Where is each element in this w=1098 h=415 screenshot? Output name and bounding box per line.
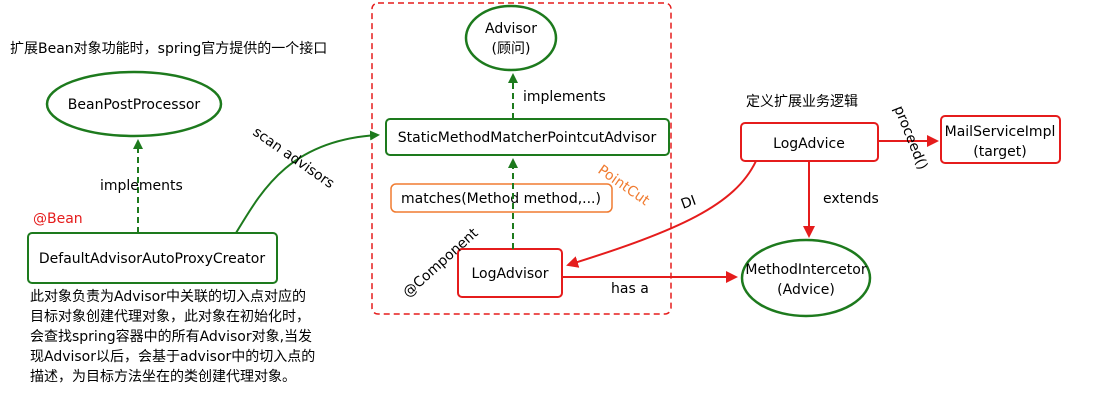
bean-post-processor-node: BeanPostProcessor [45, 70, 223, 138]
di-label: DI [679, 193, 698, 213]
bean-annotation: @Bean [33, 211, 83, 227]
default-creator-label: DefaultAdvisorAutoProxyCreator [39, 251, 265, 267]
component-container [371, 2, 672, 315]
mail-service-node: MailServiceImpl (target) [940, 115, 1061, 164]
advisor-title: Advisor [485, 21, 537, 37]
implements-left-label: implements [100, 178, 183, 194]
log-advisor-label: LogAdvisor [471, 266, 548, 282]
matches-node: matches(Method method,...) [390, 183, 613, 213]
description-line: 描述，为目标方法坐在的类创建代理对象。 [30, 369, 296, 385]
method-interceptor-subtitle: (Advice) [777, 282, 835, 298]
log-advice-node: LogAdvice [740, 122, 879, 162]
mail-service-title: MailServiceImpl [945, 124, 1056, 140]
description-line: 会查找spring容器中的所有Advisor对象,当发 [30, 329, 313, 345]
matches-label: matches(Method method,...) [401, 191, 601, 207]
edge-di [566, 160, 757, 268]
default-creator-node: DefaultAdvisorAutoProxyCreator [27, 232, 278, 284]
creator-description: 此对象负责为Advisor中关联的切入点对应的 目标对象创建代理对象，此对象在初… [30, 287, 330, 387]
static-matcher-node: StaticMethodMatcherPointcutAdvisor [385, 118, 670, 156]
log-advisor-node: LogAdvisor [457, 248, 563, 298]
method-interceptor-node: MethodIntercetor (Advice) [740, 238, 872, 318]
static-matcher-label: StaticMethodMatcherPointcutAdvisor [398, 130, 657, 146]
extends-label: extends [823, 191, 879, 207]
top-note: 扩展Bean对象功能时，spring官方提供的一个接口 [10, 40, 327, 57]
advisor-subtitle: (顾问) [492, 41, 531, 57]
description-line: 目标对象创建代理对象，此对象在初始化时， [30, 309, 310, 325]
advisor-node: Advisor (顾问) [464, 4, 558, 72]
method-interceptor-title: MethodIntercetor [745, 262, 866, 278]
description-line: 此对象负责为Advisor中关联的切入点对应的 [30, 289, 307, 305]
business-note: 定义扩展业务逻辑 [746, 94, 858, 110]
has-a-label: has a [611, 281, 649, 297]
bean-post-processor-label: BeanPostProcessor [68, 97, 201, 113]
implements-top-label: implements [523, 89, 606, 105]
edge-scan-advisors [235, 130, 380, 234]
mail-service-subtitle: (target) [973, 144, 1027, 160]
log-advice-label: LogAdvice [773, 136, 845, 152]
proceed-label: proceed() [890, 104, 930, 173]
scan-advisors-label: scan advisors [250, 124, 337, 192]
description-line: 现Advisor以后，会基于advisor中的切入点的 [30, 349, 316, 365]
